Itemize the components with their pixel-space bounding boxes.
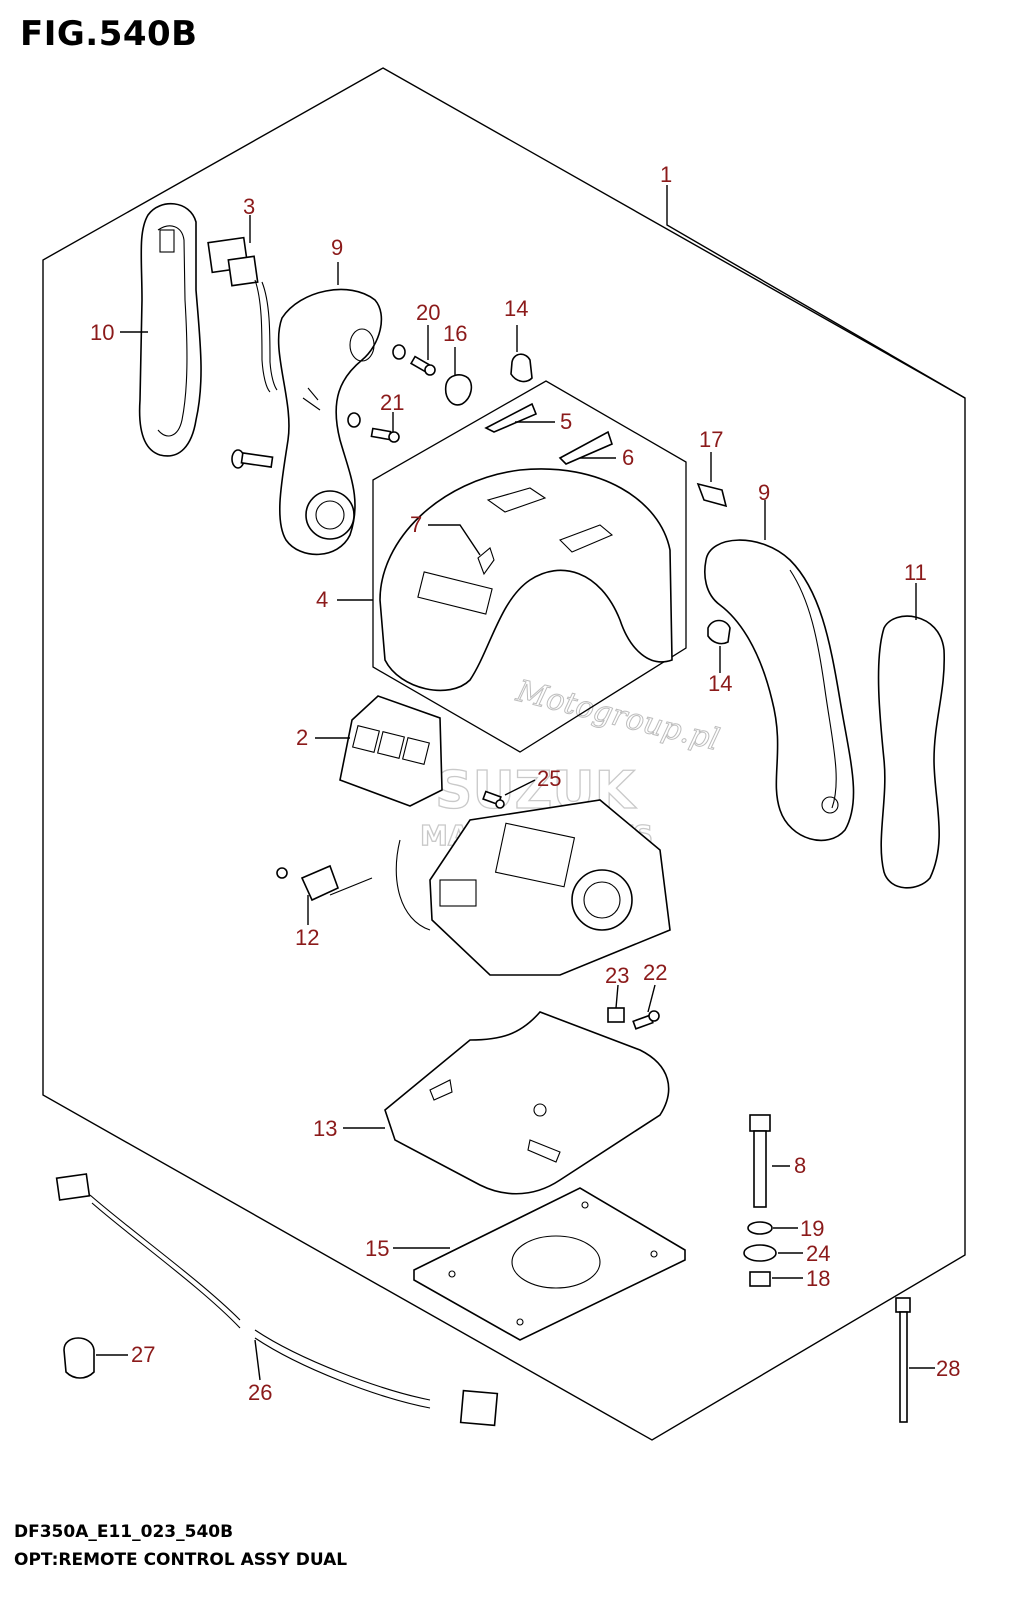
part-9-right-lever bbox=[704, 539, 855, 842]
part-15-gasket bbox=[413, 1187, 686, 1341]
callout-23: 23 bbox=[605, 963, 629, 988]
callout-11: 11 bbox=[904, 560, 927, 585]
part-12-clamp bbox=[276, 864, 340, 902]
callout-18: 18 bbox=[806, 1266, 830, 1291]
part-24-washer bbox=[743, 1244, 777, 1262]
part-20-screw bbox=[392, 344, 436, 376]
callout-19: 19 bbox=[800, 1216, 824, 1241]
callout-14-upper: 14 bbox=[504, 296, 528, 321]
part-16-cap bbox=[444, 374, 473, 406]
part-28-cable-tie bbox=[895, 1297, 911, 1423]
figure-title: FIG.540B bbox=[20, 14, 198, 54]
control-mechanism bbox=[329, 799, 671, 976]
part-25-screw bbox=[482, 790, 505, 809]
callout-9-left: 9 bbox=[331, 235, 343, 260]
part-5-label bbox=[484, 402, 538, 433]
callout-25: 25 bbox=[537, 766, 561, 791]
callout-9-right: 9 bbox=[758, 480, 770, 505]
part-22-screw bbox=[632, 1010, 660, 1030]
callout-13: 13 bbox=[313, 1116, 337, 1141]
leader-lines bbox=[96, 185, 966, 1381]
part-11-grip bbox=[877, 615, 946, 889]
callout-21: 21 bbox=[380, 390, 404, 415]
part-18-nut bbox=[749, 1271, 771, 1287]
part-8-bolt bbox=[749, 1114, 771, 1208]
callout-10: 10 bbox=[90, 320, 114, 345]
callout-17: 17 bbox=[699, 427, 723, 452]
callout-1: 1 bbox=[660, 162, 672, 187]
callout-7: 7 bbox=[410, 512, 422, 537]
part-27-clip bbox=[63, 1337, 95, 1379]
part-9-left-lever bbox=[277, 288, 383, 556]
part-23-nut bbox=[607, 1007, 625, 1023]
part-13-base bbox=[384, 1011, 670, 1195]
part-6-label bbox=[558, 430, 613, 465]
callout-15: 15 bbox=[365, 1236, 389, 1261]
callout-5: 5 bbox=[560, 409, 572, 434]
callout-3: 3 bbox=[243, 194, 255, 219]
bolt-left bbox=[231, 449, 274, 469]
callout-24: 24 bbox=[806, 1241, 830, 1266]
callout-28: 28 bbox=[936, 1356, 960, 1381]
callout-6: 6 bbox=[622, 445, 634, 470]
callout-20: 20 bbox=[416, 300, 440, 325]
watermark-script: Motogroup.pl bbox=[512, 674, 723, 758]
callout-14-lower: 14 bbox=[708, 671, 732, 696]
callout-4: 4 bbox=[316, 587, 328, 612]
callout-labels: 1 2 3 4 5 6 7 8 9 9 10 11 12 13 14 14 15… bbox=[90, 162, 960, 1405]
part-3-connector bbox=[207, 236, 278, 393]
part-21-screw bbox=[347, 412, 400, 443]
callout-27: 27 bbox=[131, 1342, 155, 1367]
callout-12: 12 bbox=[295, 925, 319, 950]
model-code: DF350A_E11_023_540B bbox=[14, 1522, 234, 1542]
part-2-switch-panel bbox=[339, 695, 443, 807]
callout-26: 26 bbox=[248, 1380, 272, 1405]
part-10-cover bbox=[138, 202, 202, 457]
part-14-cap-upper bbox=[510, 353, 533, 383]
callout-8: 8 bbox=[794, 1153, 806, 1178]
part-17-clip bbox=[696, 482, 728, 508]
figure-description: OPT:REMOTE CONTROL ASSY DUAL bbox=[14, 1550, 348, 1570]
part-19-washer bbox=[747, 1221, 773, 1235]
callout-22: 22 bbox=[643, 960, 667, 985]
part-26-harness bbox=[55, 1173, 499, 1427]
part-14-cap-lower bbox=[707, 619, 731, 645]
callout-16: 16 bbox=[443, 321, 467, 346]
callout-2: 2 bbox=[296, 725, 308, 750]
